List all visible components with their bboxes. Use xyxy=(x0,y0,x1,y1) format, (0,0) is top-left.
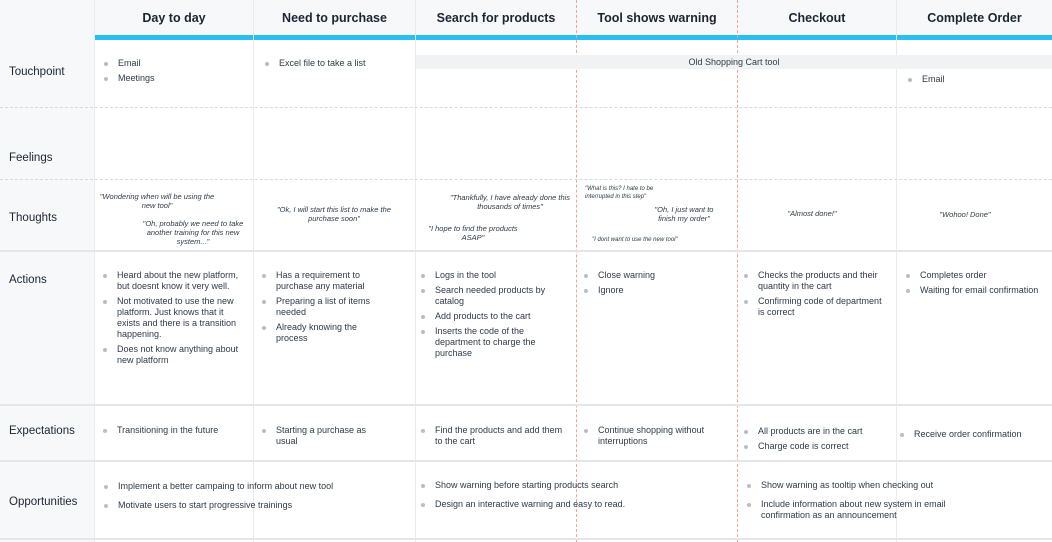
column-header-tool-shows-warning: Tool shows warning xyxy=(597,11,717,25)
list-item: Meetings xyxy=(104,73,244,84)
actions-search: Logs in the tool Search needed products … xyxy=(421,270,569,363)
thought-quote: "Wohoo! Done" xyxy=(939,210,991,219)
touchpoint-day-to-day: Email Meetings xyxy=(104,58,244,88)
list-item: Does not know anything about new platfor… xyxy=(103,344,245,366)
list-item: Checks the products and their quantity i… xyxy=(744,270,890,292)
list-item: Confirming code of department is correct xyxy=(744,296,890,318)
row-label-opportunities: Opportunities xyxy=(9,496,78,508)
thought-quote: "Wondering when will be using the new to… xyxy=(99,192,215,210)
row-label-feelings: Feelings xyxy=(9,152,53,164)
expectations-search: Find the products and add them to the ca… xyxy=(421,425,571,451)
list-item: Starting a purchase as usual xyxy=(262,425,387,447)
list-item: Add products to the cart xyxy=(421,311,569,322)
row-label-touchpoint: Touchpoint xyxy=(9,66,65,78)
thought-quote: "I dont want to use the new tool" xyxy=(592,237,678,243)
column-header-search-for-products: Search for products xyxy=(436,11,556,25)
row-divider xyxy=(0,250,1052,252)
list-item: Excel file to take a list xyxy=(265,58,410,69)
thought-quote: "Ok, I will start this list to make the … xyxy=(277,205,391,223)
opportunities-group-1: Implement a better campaing to inform ab… xyxy=(104,481,404,515)
row-divider xyxy=(0,460,1052,462)
list-item: Has a requirement to purchase any materi… xyxy=(262,270,387,292)
row-label-column xyxy=(0,36,95,542)
column-header-day-to-day: Day to day xyxy=(142,11,206,25)
expectations-day-to-day: Transitioning in the future xyxy=(103,425,248,440)
actions-need-to-purchase: Has a requirement to purchase any materi… xyxy=(262,270,387,348)
row-divider xyxy=(0,179,1052,180)
actions-day-to-day: Heard about the new platform, but doesnt… xyxy=(103,270,245,370)
list-item: Receive order confirmation xyxy=(900,429,1050,440)
list-item: All products are in the cart xyxy=(744,426,892,437)
row-label-actions: Actions xyxy=(9,274,47,286)
thought-quote: "Almost done!" xyxy=(787,209,837,218)
column-header-need-to-purchase: Need to purchase xyxy=(282,11,387,25)
opportunities-group-3: Show warning as tooltip when checking ou… xyxy=(747,480,977,525)
list-item: Email xyxy=(104,58,244,69)
header-accent-bar xyxy=(95,35,1052,40)
thought-quote: "Oh, I just want to finish my order" xyxy=(654,205,714,223)
thought-quote: "Oh, probably we need to take another tr… xyxy=(142,219,244,246)
list-item: Design an interactive warning and easy t… xyxy=(421,499,721,510)
list-item: Find the products and add them to the ca… xyxy=(421,425,571,447)
list-item: Preparing a list of items needed xyxy=(262,296,387,318)
row-divider xyxy=(0,107,1052,108)
thought-quote: "What is this? I hate to be interrupted … xyxy=(585,186,654,200)
column-divider xyxy=(253,0,254,542)
expectations-checkout: All products are in the cart Charge code… xyxy=(744,426,892,456)
expectations-need-to-purchase: Starting a purchase as usual xyxy=(262,425,387,451)
list-item: Transitioning in the future xyxy=(103,425,248,436)
list-item: Not motivated to use the new platform. J… xyxy=(103,296,245,340)
thought-quote: "I hope to find the products ASAP" xyxy=(428,224,518,242)
actions-warning: Close warning Ignore xyxy=(584,270,732,300)
list-item: Inserts the code of the department to ch… xyxy=(421,326,569,359)
list-item: Show warning before starting products se… xyxy=(421,480,721,491)
expectations-complete-order: Receive order confirmation xyxy=(900,429,1050,444)
warning-boundary-line xyxy=(576,0,577,542)
list-item: Already knowing the process xyxy=(262,322,387,344)
list-item: Logs in the tool xyxy=(421,270,569,281)
list-item: Ignore xyxy=(584,285,732,296)
list-item: Email xyxy=(908,74,1048,85)
opportunities-group-2: Show warning before starting products se… xyxy=(421,480,721,514)
expectations-warning: Continue shopping without interruptions xyxy=(584,425,732,451)
list-item: Show warning as tooltip when checking ou… xyxy=(747,480,977,491)
actions-complete-order: Completes order Waiting for email confir… xyxy=(906,270,1046,300)
list-item: Search needed products by catalog xyxy=(421,285,569,307)
touchpoint-complete-order: Email xyxy=(908,74,1048,89)
list-item: Motivate users to start progressive trai… xyxy=(104,500,404,511)
warning-boundary-line xyxy=(737,0,738,542)
list-item: Include information about new system in … xyxy=(747,499,977,521)
list-item: Charge code is correct xyxy=(744,441,892,452)
list-item: Completes order xyxy=(906,270,1046,281)
column-divider xyxy=(94,0,95,542)
row-divider xyxy=(0,538,1052,540)
header-band xyxy=(0,0,1052,36)
list-item: Implement a better campaing to inform ab… xyxy=(104,481,404,492)
touchpoint-need-to-purchase: Excel file to take a list xyxy=(265,58,410,73)
column-header-checkout: Checkout xyxy=(788,11,846,25)
row-label-expectations: Expectations xyxy=(9,425,75,437)
list-item: Heard about the new platform, but doesnt… xyxy=(103,270,245,292)
thought-quote: "Thankfully, I have already done this th… xyxy=(449,193,571,211)
row-label-thoughts: Thoughts xyxy=(9,212,57,224)
column-divider xyxy=(896,0,897,542)
column-divider xyxy=(415,0,416,542)
old-shopping-cart-banner: Old Shopping Cart tool xyxy=(416,55,1052,69)
row-divider xyxy=(0,404,1052,406)
list-item: Close warning xyxy=(584,270,732,281)
list-item: Continue shopping without interruptions xyxy=(584,425,732,447)
list-item: Waiting for email confirmation xyxy=(906,285,1046,296)
actions-checkout: Checks the products and their quantity i… xyxy=(744,270,890,322)
column-header-complete-order: Complete Order xyxy=(927,11,1022,25)
